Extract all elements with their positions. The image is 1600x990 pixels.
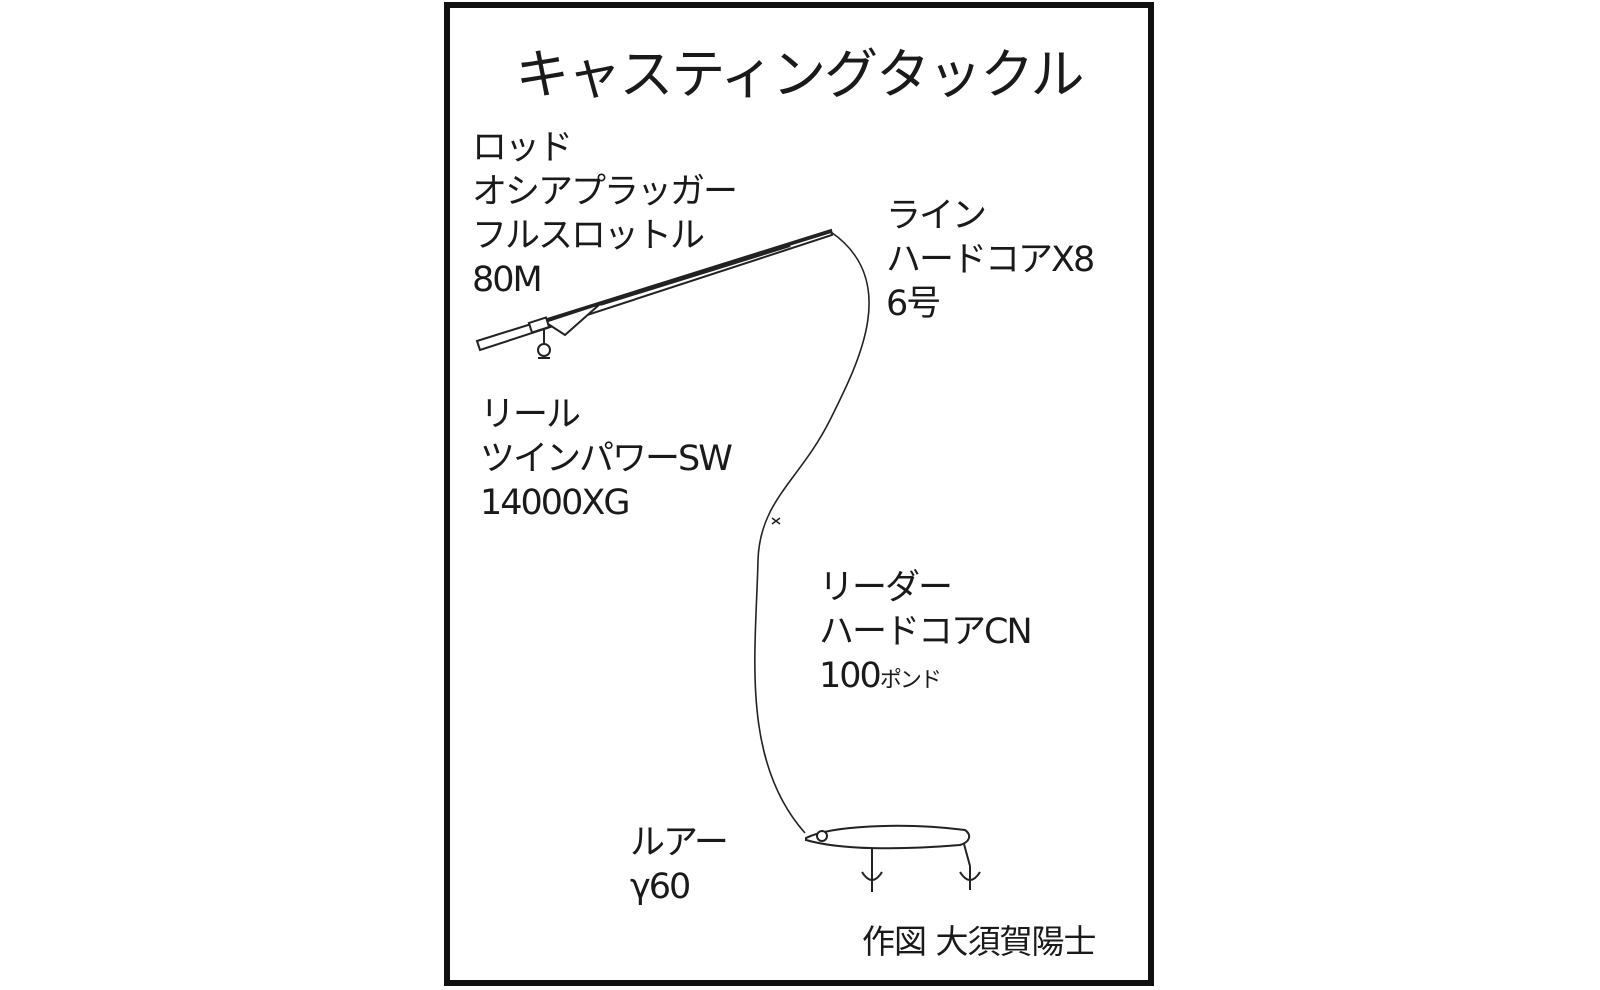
line-heading: ライン (886, 196, 987, 236)
rod-heading: ロッド (472, 128, 573, 168)
leader-heading: リーダー (819, 568, 953, 608)
leader-strength-unit: ポンド (879, 668, 942, 693)
rod-icon (475, 228, 834, 352)
line-label: ライン ハードコアX8 6号 (886, 194, 1095, 326)
leader-name: ハードコアCN (819, 612, 1033, 652)
illustration-credit: 作図 大須賀陽士 (862, 922, 1096, 961)
rod-model: 80M (472, 260, 543, 300)
reel-icon (537, 330, 551, 359)
reel-label: リール ツインパワーSW 14000XG (480, 393, 733, 525)
rod-name-2: フルスロットル (472, 216, 705, 256)
leader-label: リーダー ハードコアCN 100ポンド (819, 566, 1033, 703)
lure-name: γ60 (630, 867, 691, 907)
knot-icon (771, 517, 781, 525)
rod-name-1: オシアプラッガー (472, 172, 738, 212)
diagram-frame (444, 2, 1154, 986)
reel-model: 14000XG (480, 483, 630, 523)
leader-strength-number: 100 (819, 656, 882, 696)
line-size: 6号 (886, 284, 941, 324)
lure-heading: ルアー (630, 823, 729, 863)
reel-name: ツインパワーSW (480, 439, 733, 479)
rod-label: ロッド オシアプラッガー フルスロットル 80M (472, 126, 738, 302)
lure-icon (805, 824, 981, 892)
diagram-title: キャスティングタックル (515, 43, 1084, 106)
lure-label: ルアー γ60 (630, 821, 729, 909)
main-line (754, 231, 870, 834)
leader-strength: 100ポンド (819, 654, 1031, 703)
line-name: ハードコアX8 (886, 240, 1095, 280)
reel-heading: リール (480, 395, 581, 435)
